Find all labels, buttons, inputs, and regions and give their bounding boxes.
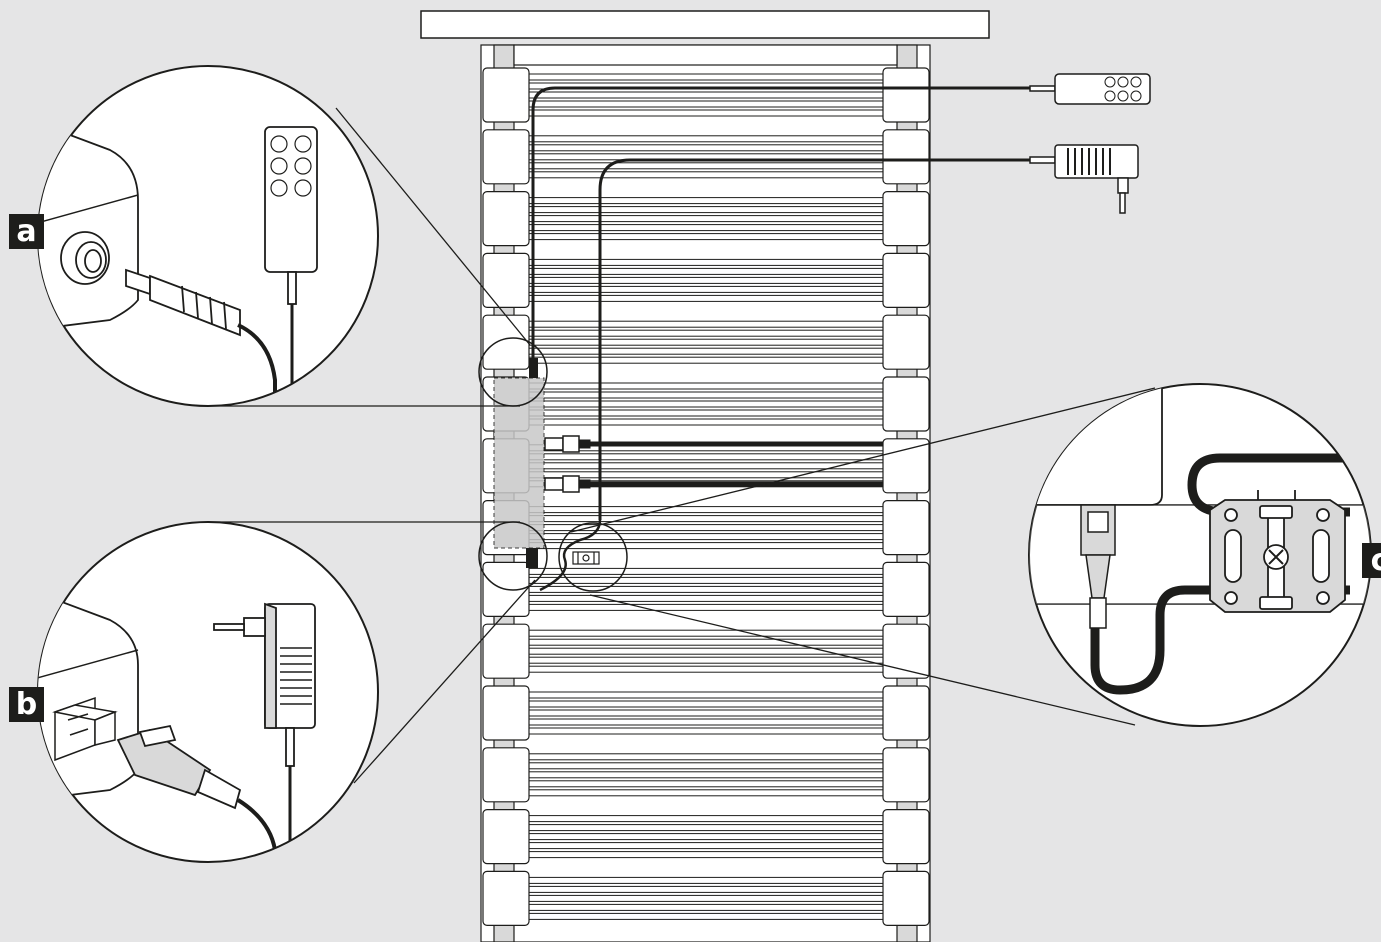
slat: [482, 870, 930, 927]
slat: [482, 314, 930, 370]
slat: [482, 129, 930, 185]
cable-clip-icon: [1209, 490, 1346, 613]
slat: [482, 252, 930, 308]
adapter-cable: [598, 158, 1032, 520]
slat: [482, 561, 930, 618]
cable-clip: [572, 551, 600, 565]
slat: [482, 376, 930, 432]
label-b-text: b: [16, 687, 37, 722]
label-a: a: [9, 214, 44, 249]
highlight-circle-c: [558, 522, 628, 592]
slat: [482, 67, 930, 123]
motor-jack-c: [1080, 504, 1116, 629]
slat: [482, 191, 930, 247]
label-c: c: [1362, 543, 1381, 578]
detail-b: [37, 521, 379, 863]
jack-socket-icon: [60, 231, 110, 285]
motor-cables: [544, 435, 883, 493]
motor-housing-c: [1029, 384, 1163, 506]
headboard-bar: [420, 10, 990, 39]
remote-jack: [529, 358, 538, 378]
power-adapter-small: [1029, 144, 1139, 214]
label-b: b: [9, 687, 44, 722]
slat: [482, 500, 930, 556]
detail-a: [37, 65, 379, 407]
remote-control-small: [1029, 73, 1151, 105]
slat: [482, 685, 930, 741]
label-a-text: a: [16, 214, 36, 249]
slat: [482, 623, 930, 679]
power-socket-icon: [52, 696, 118, 762]
adapter-jack: [526, 548, 538, 568]
slat: [482, 808, 930, 865]
leader-lines: [208, 107, 1156, 784]
detail-c: [1028, 383, 1372, 727]
label-c-text: c: [1371, 543, 1381, 578]
slat: [482, 747, 930, 803]
remote-cable: [531, 86, 1032, 360]
bed-frame: [480, 44, 931, 942]
jack-plug-icon: [125, 268, 241, 337]
power-plug-icon: [116, 724, 242, 810]
motor-housing-a: [38, 118, 139, 332]
